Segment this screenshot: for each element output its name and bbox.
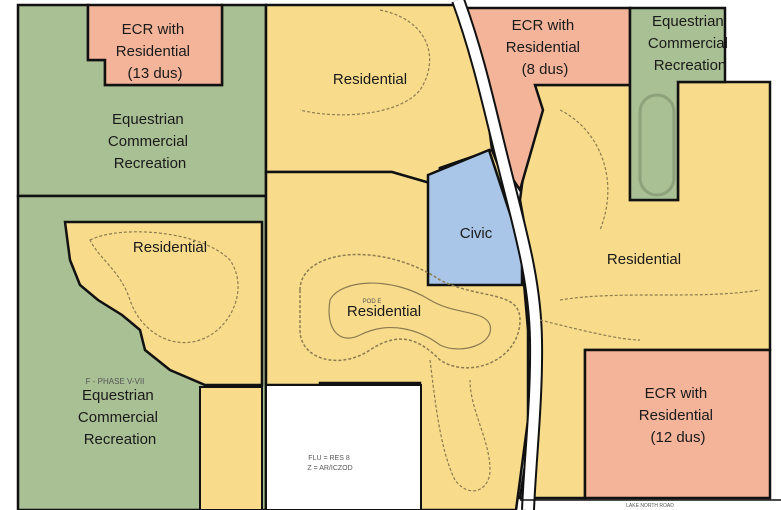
label-equestrian-ne: Equestrian Commercial Recreation — [648, 13, 732, 74]
label-equestrian-nw: Equestrian Commercial Recreation — [108, 111, 192, 172]
street-loop-center-inner — [328, 282, 491, 350]
zone-ecr-nw — [86, 3, 224, 87]
zone-amenity-site — [199, 386, 263, 510]
label-residential-east: Residential — [607, 251, 681, 268]
zone-residential-west — [63, 220, 264, 387]
label-residential-west: Residential — [133, 239, 207, 256]
label-residential-center: Residential — [347, 303, 421, 320]
label-ecr-nw: ECR with Residential (13 dus) — [116, 21, 194, 82]
zone-equestrian-ne — [628, 6, 727, 202]
label-phase: F - PHASE V-VII — [86, 377, 145, 386]
street-west-loop — [89, 231, 239, 344]
label-road: LAKE NORTH ROAD — [626, 503, 674, 509]
street-south-finger — [429, 359, 491, 492]
equestrian-track — [638, 93, 676, 197]
label-pod: POD E — [363, 299, 382, 305]
street-east-curves — [539, 109, 761, 341]
zone-undesignated — [265, 384, 422, 510]
label-flu: FLU = RES 8 Z = AR/ICZOD — [307, 455, 352, 472]
label-ecr-ne: ECR with Residential (8 dus) — [506, 17, 584, 78]
label-equestrian-sw: Equestrian Commercial Recreation — [78, 387, 162, 448]
zone-ecr-se — [583, 348, 772, 500]
label-residential-north: Residential — [333, 71, 407, 88]
zone-residential-north — [264, 3, 494, 188]
street-loop-center — [299, 253, 521, 369]
label-ecr-se: ECR with Residential (12 dus) — [639, 385, 717, 446]
main-road-surface — [453, 0, 542, 510]
label-civic: Civic — [460, 225, 493, 242]
